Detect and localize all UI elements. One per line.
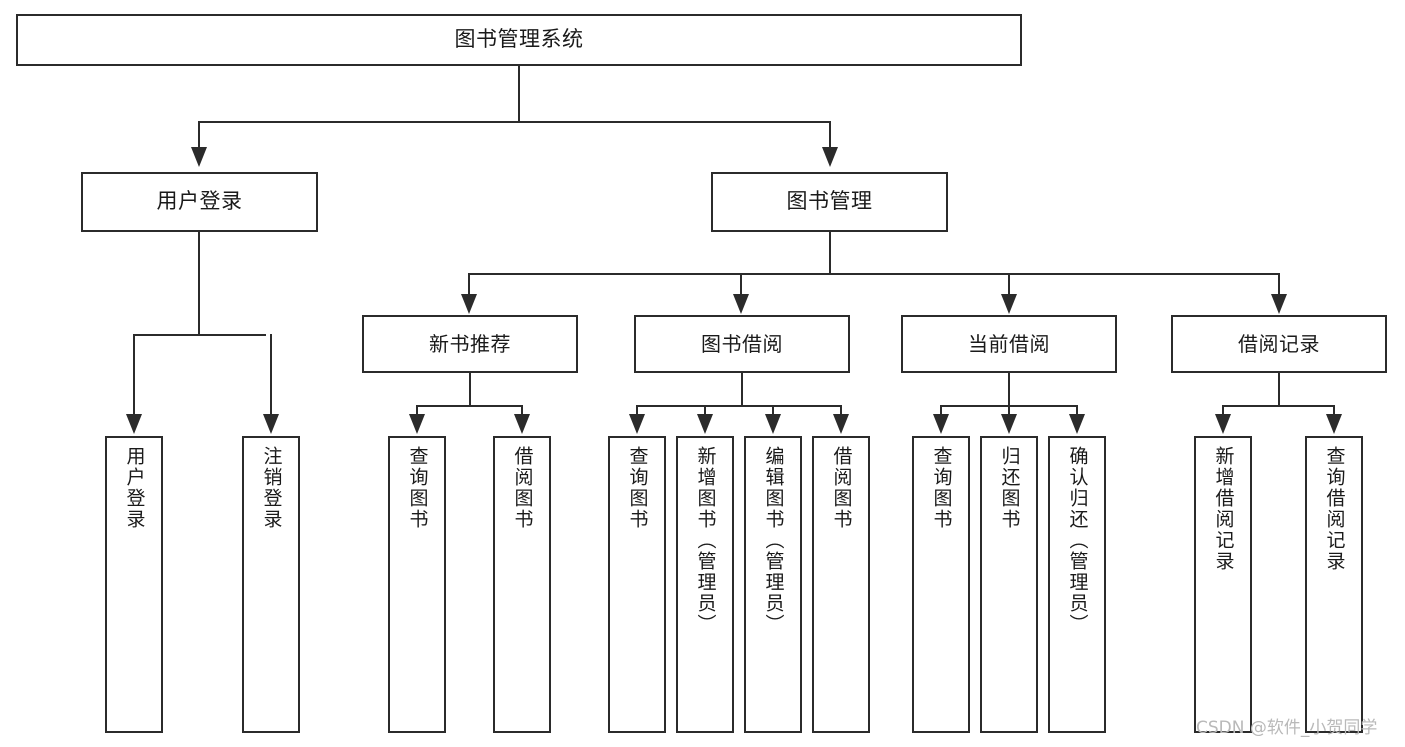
node-new-book-rec-label: 新书推荐 xyxy=(429,331,511,356)
leaf-borrow-book-2[interactable]: 借阅图书 xyxy=(812,436,870,733)
connector-book-manage-to-new-book-rec xyxy=(468,273,470,296)
connector-user-login-to-leaf-2 xyxy=(270,334,272,416)
connector-book-manage-to-current-borrow xyxy=(1008,273,1010,296)
connector-user-login-bus xyxy=(133,334,266,336)
arrowhead-book-manage-to-new-book-rec xyxy=(461,294,477,314)
watermark-text: CSDN @软件_小贺同学 xyxy=(1196,718,1378,738)
arrowhead-borrow-record-to-leaf-1 xyxy=(1215,414,1231,434)
arrowhead-current-borrow-to-leaf-1 xyxy=(933,414,949,434)
arrowhead-book-manage-to-current-borrow xyxy=(1001,294,1017,314)
leaf-query-book-1-label: 查询图书 xyxy=(406,446,429,530)
leaf-borrow-book-1-label: 借阅图书 xyxy=(511,446,534,530)
leaf-add-record-label: 新增借阅记录 xyxy=(1212,446,1235,572)
arrowhead-user-login-to-leaf-1 xyxy=(126,414,142,434)
connector-root-bus xyxy=(198,121,831,123)
connector-book-borrow-to-leaf-3 xyxy=(772,405,774,417)
arrowhead-current-borrow-to-leaf-3 xyxy=(1069,414,1085,434)
leaf-return-book-label: 归还图书 xyxy=(998,446,1021,530)
leaf-add-book[interactable]: 新增图书（管理员） xyxy=(676,436,734,733)
leaf-confirm-return[interactable]: 确认归还（管理员） xyxy=(1048,436,1106,733)
arrowhead-new-book-rec-to-leaf-1 xyxy=(409,414,425,434)
arrowhead-book-manage-to-book-borrow xyxy=(733,294,749,314)
arrowhead-new-book-rec-to-leaf-2 xyxy=(514,414,530,434)
leaf-query-record-label: 查询借阅记录 xyxy=(1323,446,1346,572)
connector-borrow-record-stem xyxy=(1278,373,1280,406)
connector-book-borrow-to-leaf-2 xyxy=(704,405,706,417)
node-current-borrow[interactable]: 当前借阅 xyxy=(901,315,1117,373)
connector-book-borrow-bus xyxy=(636,405,842,407)
leaf-query-book-1[interactable]: 查询图书 xyxy=(388,436,446,733)
connector-current-borrow-to-leaf-1 xyxy=(940,405,942,417)
connector-borrow-record-to-leaf-2 xyxy=(1333,405,1335,417)
connector-current-borrow-stem xyxy=(1008,373,1010,406)
arrowhead-book-borrow-to-leaf-3 xyxy=(765,414,781,434)
arrowhead-current-borrow-to-leaf-2 xyxy=(1001,414,1017,434)
leaf-confirm-return-label: 确认归还（管理员） xyxy=(1066,446,1089,635)
node-book-manage[interactable]: 图书管理 xyxy=(711,172,948,232)
node-book-manage-label: 图书管理 xyxy=(786,189,873,214)
arrowhead-borrow-record-to-leaf-2 xyxy=(1326,414,1342,434)
connector-user-login-to-leaf-1 xyxy=(133,334,135,416)
connector-book-manage-stem xyxy=(829,232,831,274)
connector-root-to-book-manage xyxy=(829,121,831,149)
leaf-logout[interactable]: 注销登录 xyxy=(242,436,300,733)
leaf-logout-label: 注销登录 xyxy=(260,446,283,530)
connector-book-borrow-to-leaf-4 xyxy=(840,405,842,417)
node-root[interactable]: 图书管理系统 xyxy=(16,14,1022,66)
node-current-borrow-label: 当前借阅 xyxy=(968,331,1050,356)
connector-user-login-stem xyxy=(198,232,200,335)
connector-book-manage-to-book-borrow xyxy=(740,273,742,296)
arrowhead-book-borrow-to-leaf-4 xyxy=(833,414,849,434)
leaf-add-record[interactable]: 新增借阅记录 xyxy=(1194,436,1252,733)
node-user-login-label: 用户登录 xyxy=(156,189,243,214)
node-book-borrow-label: 图书借阅 xyxy=(701,331,783,356)
connector-current-borrow-to-leaf-3 xyxy=(1076,405,1078,417)
node-root-label: 图书管理系统 xyxy=(454,27,584,52)
arrowhead-book-borrow-to-leaf-2 xyxy=(697,414,713,434)
connector-new-book-rec-stem xyxy=(469,373,471,406)
connector-current-borrow-to-leaf-2 xyxy=(1008,405,1010,417)
connector-new-book-rec-bus xyxy=(416,405,523,407)
node-borrow-record[interactable]: 借阅记录 xyxy=(1171,315,1387,373)
leaf-user-login[interactable]: 用户登录 xyxy=(105,436,163,733)
leaf-query-book-3-label: 查询图书 xyxy=(930,446,953,530)
node-new-book-rec[interactable]: 新书推荐 xyxy=(362,315,578,373)
connector-book-manage-bus xyxy=(468,273,1280,275)
leaf-return-book[interactable]: 归还图书 xyxy=(980,436,1038,733)
connector-root-stem xyxy=(518,66,520,122)
leaf-borrow-book-2-label: 借阅图书 xyxy=(830,446,853,530)
connector-borrow-record-bus xyxy=(1222,405,1335,407)
arrowhead-book-borrow-to-leaf-1 xyxy=(629,414,645,434)
node-book-borrow[interactable]: 图书借阅 xyxy=(634,315,850,373)
connector-new-book-rec-to-leaf-2 xyxy=(521,405,523,417)
connector-book-manage-to-borrow-record xyxy=(1278,273,1280,296)
connector-root-to-user-login xyxy=(198,121,200,149)
leaf-user-login-label: 用户登录 xyxy=(123,446,146,530)
node-borrow-record-label: 借阅记录 xyxy=(1238,331,1320,356)
leaf-edit-book[interactable]: 编辑图书（管理员） xyxy=(744,436,802,733)
leaf-borrow-book-1[interactable]: 借阅图书 xyxy=(493,436,551,733)
arrowhead-user-login-to-leaf-2 xyxy=(263,414,279,434)
leaf-query-book-2-label: 查询图书 xyxy=(626,446,649,530)
leaf-add-book-label: 新增图书（管理员） xyxy=(694,446,717,635)
connector-new-book-rec-to-leaf-1 xyxy=(416,405,418,417)
arrowhead-root-to-user-login xyxy=(191,147,207,167)
leaf-query-book-2[interactable]: 查询图书 xyxy=(608,436,666,733)
connector-book-borrow-to-leaf-1 xyxy=(636,405,638,417)
connector-borrow-record-to-leaf-1 xyxy=(1222,405,1224,417)
arrowhead-root-to-book-manage xyxy=(822,147,838,167)
leaf-edit-book-label: 编辑图书（管理员） xyxy=(762,446,785,635)
arrowhead-book-manage-to-borrow-record xyxy=(1271,294,1287,314)
leaf-query-book-3[interactable]: 查询图书 xyxy=(912,436,970,733)
node-user-login[interactable]: 用户登录 xyxy=(81,172,318,232)
connector-book-borrow-stem xyxy=(741,373,743,406)
leaf-query-record[interactable]: 查询借阅记录 xyxy=(1305,436,1363,733)
